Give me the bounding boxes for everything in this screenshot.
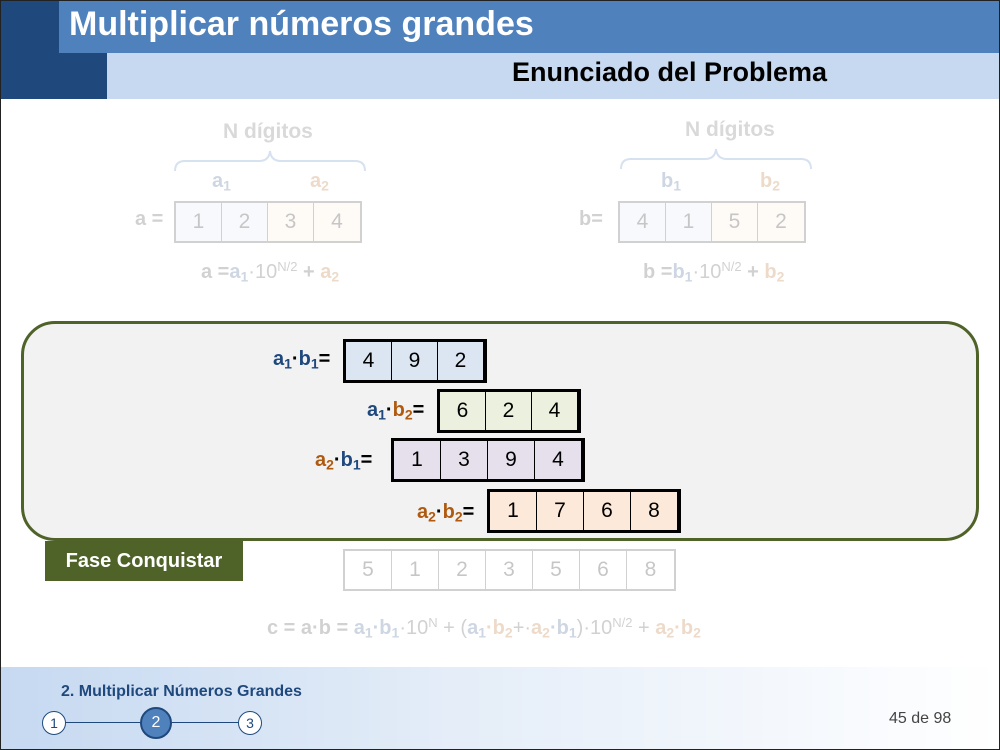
product-digit: 4 — [346, 342, 392, 380]
a-digit: 2 — [222, 203, 268, 241]
section-title: 2. Multiplicar Números Grandes — [61, 683, 302, 700]
b-n-digits-label: N dígitos — [685, 118, 775, 141]
product-a2b1-label: a2·b1= — [315, 449, 373, 473]
product-digit: 2 — [486, 392, 532, 430]
product-digit: 7 — [537, 492, 584, 530]
product-digit: 1 — [394, 441, 441, 479]
product-a1b2-boxes: 6 2 4 — [437, 389, 581, 433]
phase-label: Fase Conquistar — [45, 541, 243, 581]
b-digit: 1 — [666, 203, 712, 241]
product-digit: 2 — [438, 342, 484, 380]
slide-title: Multiplicar números grandes — [69, 5, 534, 43]
subtitle-bar — [107, 53, 999, 99]
a-n-digits-label: N dígitos — [223, 120, 313, 143]
b-digit: 2 — [758, 203, 804, 241]
a-equals-label: a = — [135, 208, 164, 230]
b2-label: b2 — [760, 170, 781, 194]
page-number: 45 de 98 — [889, 710, 952, 727]
a1-label: a1 — [212, 170, 231, 194]
product-a2b2-boxes: 1 7 6 8 — [487, 489, 681, 533]
a-digit-boxes: 1 2 3 4 — [174, 201, 362, 243]
result-digit: 5 — [345, 551, 392, 589]
product-a2b2-label: a2·b2= — [417, 501, 475, 525]
slide-subtitle: Enunciado del Problema — [511, 57, 827, 87]
a-formula: a =a1·10N/2 + a2 — [201, 259, 340, 285]
corner-decoration-lower — [59, 53, 107, 99]
product-digit: 1 — [490, 492, 537, 530]
b-digit-boxes: 4 1 5 2 — [618, 201, 806, 243]
title-bar — [59, 1, 999, 53]
product-a1b1-label: a1·b1= — [273, 348, 331, 372]
product-digit: 6 — [440, 392, 486, 430]
product-digit: 4 — [532, 392, 578, 430]
a-digit: 1 — [176, 203, 222, 241]
a2-label: a2 — [310, 170, 329, 194]
result-digit: 6 — [580, 551, 627, 589]
b-digit: 4 — [620, 203, 666, 241]
result-digit: 1 — [392, 551, 439, 589]
result-digit-boxes: 5 1 2 3 5 6 8 — [343, 549, 676, 591]
product-a2b1-boxes: 1 3 9 4 — [391, 438, 585, 482]
b-formula: b =b1·10N/2 + b2 — [643, 259, 785, 285]
result-digit: 8 — [644, 558, 657, 581]
b-equals-label: b= — [579, 208, 603, 230]
step-1-button[interactable]: 1 — [42, 711, 66, 735]
b1-label: b1 — [661, 170, 682, 194]
product-digit: 3 — [441, 441, 488, 479]
step-connector — [65, 722, 141, 723]
step-2-button[interactable]: 2 — [140, 707, 172, 739]
product-digit: 9 — [488, 441, 535, 479]
b-brace-icon — [620, 148, 812, 170]
step-3-button[interactable]: 3 — [238, 711, 262, 735]
b-digit: 5 — [712, 203, 758, 241]
product-a1b2-label: a1·b2= — [367, 399, 425, 423]
result-digit: 5 — [533, 551, 580, 589]
product-digit: 4 — [535, 441, 582, 479]
product-digit: 8 — [631, 492, 678, 530]
a-digit: 3 — [268, 203, 314, 241]
product-a1b1-boxes: 4 9 2 — [343, 339, 487, 383]
product-digit: 9 — [392, 342, 438, 380]
result-digit: 2 — [439, 551, 486, 589]
footer-bar — [1, 667, 999, 749]
corner-decoration — [1, 1, 59, 99]
product-digit: 6 — [584, 492, 631, 530]
step-connector — [171, 722, 241, 723]
result-digit: 3 — [486, 551, 533, 589]
result-formula: c = a·b = a1·b1·10N + (a1·b2+·a2·b1)·10N… — [267, 615, 701, 641]
a-digit: 4 — [314, 203, 360, 241]
a-brace-icon — [174, 150, 366, 172]
